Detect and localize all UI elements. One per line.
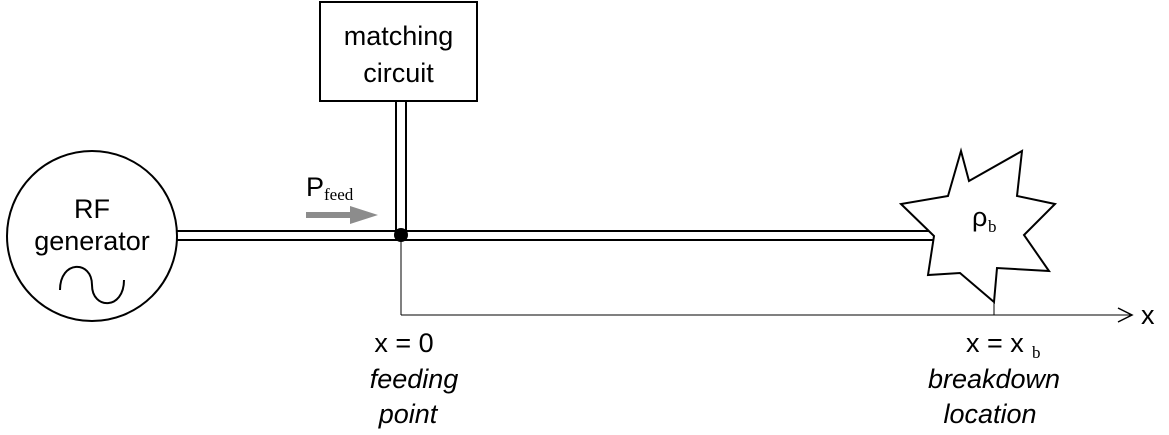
rf-generator: RF generator — [6, 150, 178, 322]
matching-stub-line — [395, 101, 407, 232]
breakdown-desc-line1: breakdown — [928, 364, 1060, 394]
feed-point-coordinate: x = 0 — [374, 328, 433, 358]
breakdown-coordinate: x = x — [966, 328, 1024, 358]
feed-point-desc-line2: point — [378, 399, 439, 429]
power-subscript: feed — [324, 185, 354, 204]
breakdown-desc-line2: location — [943, 399, 1036, 429]
feed-point-desc-line1: feeding — [370, 364, 459, 394]
breakdown-region-star — [898, 147, 1058, 305]
matching-label-line2: circuit — [363, 58, 434, 88]
generator-label-line2: generator — [34, 226, 150, 256]
breakdown-density-symbol: ρ — [972, 202, 987, 232]
matching-label-line1: matching — [344, 21, 454, 51]
ac-source-icon — [59, 265, 125, 305]
matching-circuit-box — [319, 1, 478, 102]
matching-circuit: matching circuit — [319, 1, 478, 102]
generator-label-line1: RF — [74, 194, 110, 224]
feed-junction-dot — [394, 228, 408, 242]
axis-arrowhead-icon — [1117, 307, 1134, 323]
transmission-line — [177, 230, 936, 241]
power-symbol: P — [306, 172, 324, 202]
x-axis — [400, 241, 1134, 323]
breakdown-coordinate-subscript: b — [1032, 343, 1041, 362]
breakdown-density-subscript: b — [988, 217, 997, 236]
generator-circle — [6, 150, 178, 322]
power-flow-arrow — [306, 206, 378, 224]
axis-label: x — [1141, 300, 1155, 330]
